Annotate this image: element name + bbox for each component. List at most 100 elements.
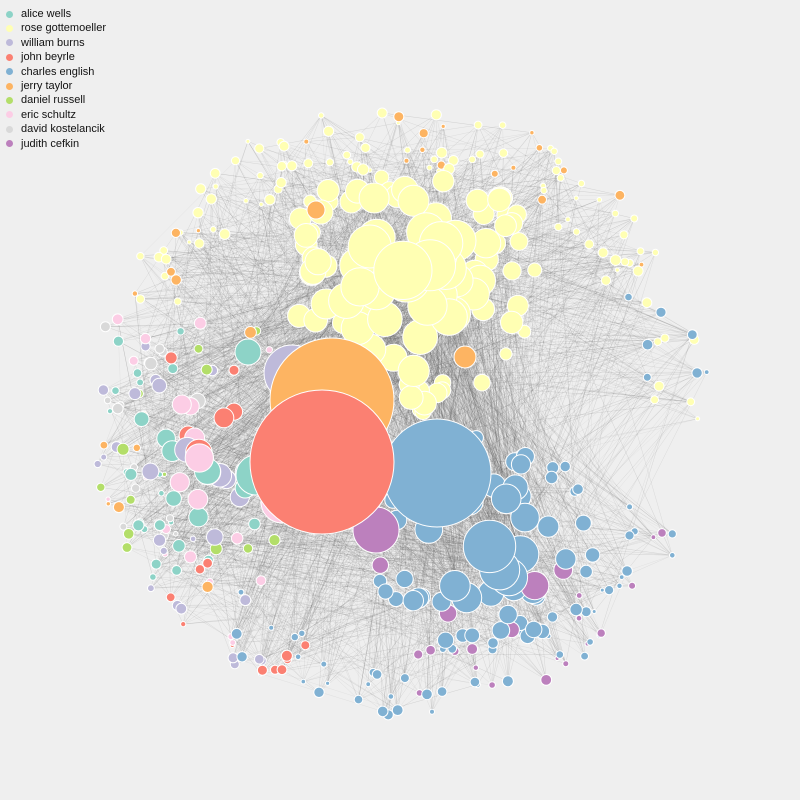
graph-node[interactable] [184,443,214,473]
graph-node[interactable] [131,483,141,493]
graph-node[interactable] [128,387,142,401]
graph-node[interactable] [509,232,529,251]
graph-node[interactable] [230,627,243,640]
graph-node[interactable] [559,166,568,175]
graph-node[interactable] [306,200,326,220]
graph-node[interactable] [165,514,175,523]
graph-node[interactable] [600,275,612,286]
graph-node[interactable] [376,107,388,119]
graph-node[interactable] [398,385,424,410]
graph-node[interactable] [105,496,111,502]
graph-node[interactable] [96,482,106,492]
graph-node[interactable] [624,530,635,541]
graph-node[interactable] [112,335,125,347]
graph-node[interactable] [106,408,114,415]
graph-node[interactable] [425,644,436,656]
graph-node[interactable] [421,688,433,701]
graph-node[interactable] [462,519,517,574]
graph-node[interactable] [276,161,287,172]
graph-node[interactable] [502,261,522,281]
graph-node[interactable] [357,163,370,176]
graph-node[interactable] [171,394,192,415]
graph-node[interactable] [173,297,182,306]
graph-node[interactable] [609,254,622,267]
graph-node[interactable] [397,354,430,387]
graph-node[interactable] [158,490,165,497]
graph-node[interactable] [213,407,235,429]
graph-node[interactable] [268,534,281,547]
graph-node[interactable] [347,158,354,166]
graph-node[interactable] [575,592,583,599]
graph-node[interactable] [596,197,603,203]
graph-node[interactable] [165,490,182,507]
graph-node[interactable] [180,621,187,628]
graph-node[interactable] [555,650,565,659]
graph-node[interactable] [437,631,455,649]
graph-node[interactable] [189,535,197,543]
graph-node[interactable] [320,660,328,668]
graph-node[interactable] [152,533,167,547]
graph-node[interactable] [170,227,181,238]
graph-node[interactable] [403,157,410,164]
legend-item-alice-wells[interactable]: alice wells [2,7,106,21]
graph-node[interactable] [618,574,625,580]
graph-node[interactable] [579,564,593,579]
graph-node[interactable] [686,329,698,341]
graph-node[interactable] [554,222,563,232]
graph-node[interactable] [237,588,245,596]
graph-node[interactable] [453,345,477,369]
graph-node[interactable] [132,443,142,452]
legend-item-jerry-taylor[interactable]: jerry taylor [2,79,106,93]
graph-node[interactable] [249,389,395,535]
graph-node[interactable] [150,558,162,570]
graph-node[interactable] [212,183,219,190]
graph-node[interactable] [436,686,448,697]
graph-node[interactable] [304,248,332,276]
graph-node[interactable] [628,581,637,590]
graph-node[interactable] [537,515,560,538]
graph-node[interactable] [565,216,571,223]
graph-node[interactable] [527,262,543,278]
graph-node[interactable] [239,594,252,607]
graph-node[interactable] [290,632,299,642]
graph-node[interactable] [436,146,448,159]
graph-node[interactable] [397,184,430,217]
graph-node[interactable] [125,494,136,505]
graph-node[interactable] [218,228,231,240]
graph-node[interactable] [169,472,190,493]
graph-node[interactable] [245,138,251,144]
graph-node[interactable] [611,209,620,218]
graph-node[interactable] [695,416,701,422]
graph-node[interactable] [111,313,124,326]
graph-node[interactable] [170,274,182,286]
legend-item-judith-cefkin[interactable]: judith cefkin [2,137,106,151]
graph-node[interactable] [487,637,499,649]
graph-node[interactable] [371,556,389,574]
graph-node[interactable] [580,606,592,618]
graph-node[interactable] [657,528,667,538]
graph-node[interactable] [529,130,535,136]
graph-node[interactable] [555,548,577,570]
graph-node[interactable] [286,160,298,172]
graph-node[interactable] [365,681,372,688]
graph-node[interactable] [632,265,644,277]
graph-node[interactable] [472,664,479,671]
graph-node[interactable] [184,550,197,564]
graph-node[interactable] [399,673,410,684]
graph-node[interactable] [99,440,109,450]
graph-node[interactable] [596,628,606,638]
graph-node[interactable] [100,453,108,461]
legend-item-eric-schultz[interactable]: eric schultz [2,108,106,122]
graph-node[interactable] [111,386,120,396]
graph-node[interactable] [202,557,214,569]
graph-node[interactable] [300,678,307,685]
graph-node[interactable] [544,470,559,485]
graph-node[interactable] [642,372,652,382]
graph-node[interactable] [703,369,710,376]
graph-node[interactable] [165,592,176,603]
graph-node[interactable] [655,306,667,318]
graph-node[interactable] [636,247,645,256]
graph-node[interactable] [430,155,439,164]
graph-node[interactable] [228,364,240,376]
graph-node[interactable] [243,197,249,204]
